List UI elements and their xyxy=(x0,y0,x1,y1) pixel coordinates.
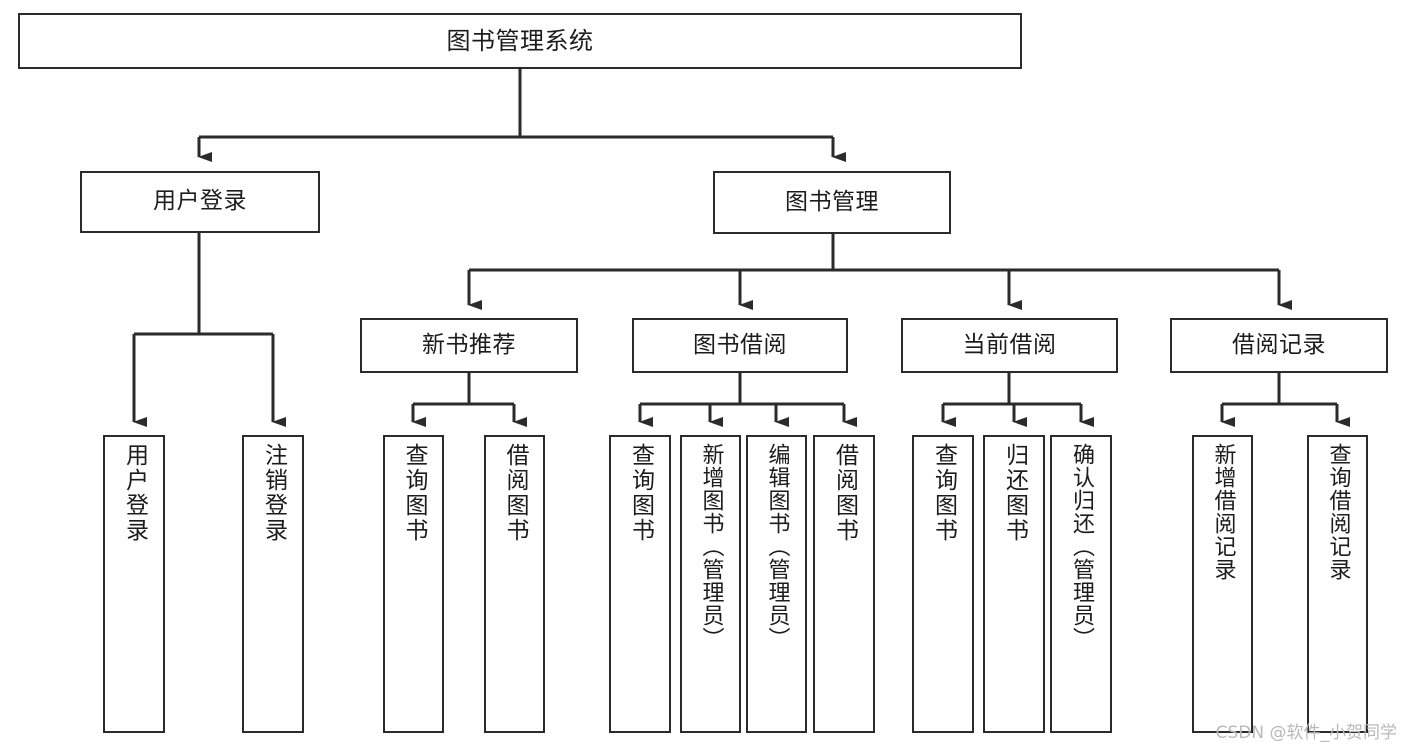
node-label: 图书借阅 xyxy=(693,331,787,358)
node-label: 新增借阅记录 xyxy=(1210,443,1236,581)
node-label: 查询图书 xyxy=(627,443,654,543)
node-label: 查询图书 xyxy=(401,443,427,543)
watermark-text: CSDN @软件_小贺同学 xyxy=(1215,723,1397,743)
node-label: 用户登录 xyxy=(153,188,247,215)
node-label: 注销登录 xyxy=(260,443,287,543)
node-root-system[interactable]: 图书管理系统 xyxy=(18,13,1022,69)
leaf-query-borrow-record[interactable]: 查询借阅记录 xyxy=(1307,435,1368,733)
node-label: 借阅图书 xyxy=(831,443,858,543)
node-label: 查询图书 xyxy=(930,443,957,543)
node-label: 新书推荐 xyxy=(422,331,516,358)
leaf-borrow-book-recommend[interactable]: 借阅图书 xyxy=(484,435,545,733)
leaf-add-book-admin[interactable]: 新增图书（管理员） xyxy=(680,435,741,733)
node-new-book-recommend[interactable]: 新书推荐 xyxy=(360,318,578,373)
leaf-edit-book-admin[interactable]: 编辑图书（管理员） xyxy=(746,435,807,733)
node-label: 查询借阅记录 xyxy=(1325,443,1351,581)
leaf-query-book-recommend[interactable]: 查询图书 xyxy=(383,435,444,733)
leaf-logout[interactable]: 注销登录 xyxy=(242,435,304,733)
node-label: 编辑图书（管理员） xyxy=(764,443,790,650)
node-label: 借阅记录 xyxy=(1232,331,1326,358)
node-label: 图书管理 xyxy=(785,188,879,215)
node-label: 当前借阅 xyxy=(962,331,1057,358)
node-label: 借阅图书 xyxy=(502,443,528,543)
leaf-return-book[interactable]: 归还图书 xyxy=(983,435,1045,733)
node-book-borrow[interactable]: 图书借阅 xyxy=(632,318,848,373)
node-user-login[interactable]: 用户登录 xyxy=(80,171,320,233)
leaf-add-borrow-record[interactable]: 新增借阅记录 xyxy=(1192,435,1253,733)
leaf-query-book-current[interactable]: 查询图书 xyxy=(912,435,974,733)
node-label: 确认归还（管理员） xyxy=(1069,443,1094,650)
leaf-query-book-borrow[interactable]: 查询图书 xyxy=(609,435,671,733)
node-label: 归还图书 xyxy=(1001,443,1028,543)
leaf-user-login[interactable]: 用户登录 xyxy=(103,435,165,733)
node-label: 新增图书（管理员） xyxy=(698,443,724,650)
node-book-management[interactable]: 图书管理 xyxy=(713,171,951,234)
node-label: 用户登录 xyxy=(121,443,148,543)
node-borrow-record[interactable]: 借阅记录 xyxy=(1170,318,1388,373)
leaf-confirm-return-admin[interactable]: 确认归还（管理员） xyxy=(1050,435,1112,733)
leaf-borrow-book[interactable]: 借阅图书 xyxy=(813,435,875,733)
node-label: 图书管理系统 xyxy=(446,26,594,55)
node-current-borrow[interactable]: 当前借阅 xyxy=(901,318,1118,373)
